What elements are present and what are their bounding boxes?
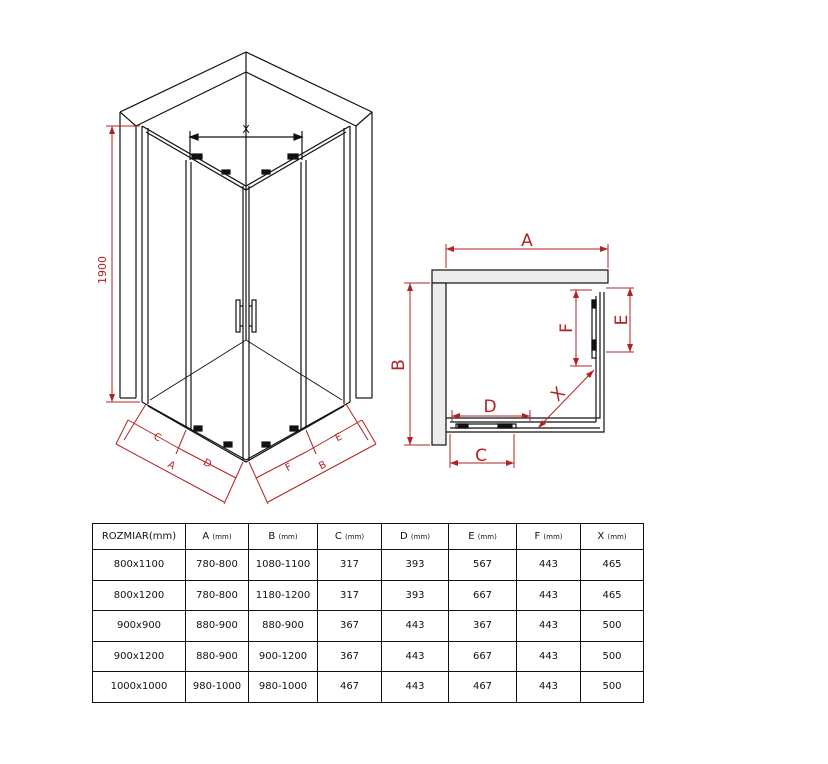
cell-d: 393 [381,579,449,611]
enclosure-frame [141,125,351,463]
plan-dimensions [404,244,634,468]
cell-c: 317 [317,549,382,581]
a-label-persp: A [166,459,177,472]
cell-a: 780-800 [185,579,249,611]
cell-b: 880-900 [248,610,318,642]
cell-b: 1080-1100 [248,549,318,581]
cell-a: 880-900 [185,610,249,642]
cell-c: 467 [317,671,382,703]
e-label-persp: E [333,431,344,444]
dimensions-table: ROZMIAR(mm) A (mm) B (mm) C (mm) D (mm) … [92,523,644,703]
cell-a: 780-800 [185,549,249,581]
col-header-rozmiar: ROZMIAR(mm) [92,523,186,550]
cell-c: 367 [317,640,382,672]
perspective-view: X [119,51,373,463]
b-label-plan: B [389,359,409,371]
table-row: 1000x1000 980-1000 980-1000 467 443 467 … [92,671,644,703]
table-row: 900x1200 880-900 900-1200 367 443 667 44… [92,640,644,672]
a-label-plan: A [521,231,533,251]
cell-f: 443 [516,579,581,611]
cell-a: 880-900 [185,640,249,672]
door-handle [235,299,257,333]
x-label-top: X [242,123,250,136]
cell-b: 900-1200 [248,640,318,672]
table-header-row: ROZMIAR(mm) A (mm) B (mm) C (mm) D (mm) … [92,523,644,550]
height-label: 1900 [96,256,109,284]
x-label-plan: X [547,383,570,406]
col-header-x: X (mm) [580,523,644,550]
cell-b: 980-1000 [248,671,318,703]
cell-c: 367 [317,610,382,642]
b-label-persp: B [317,459,328,472]
cell-e: 667 [448,579,517,611]
cell-e: 567 [448,549,517,581]
cell-d: 443 [381,640,449,672]
col-header-a: A (mm) [185,523,249,550]
corner-walls [119,51,373,399]
f-label-persp: F [284,461,294,474]
cell-size: 900x900 [92,610,186,642]
perspective-dimensions [106,125,377,505]
d-label-plan: D [483,397,496,417]
table-row: 900x900 880-900 880-900 367 443 367 443 … [92,610,644,642]
f-label-plan: F [557,323,577,333]
d-label-persp: D [201,457,213,470]
cell-x: 500 [580,671,644,703]
cell-f: 443 [516,610,581,642]
cell-size: 900x1200 [92,640,186,672]
e-label-plan: E [612,315,632,326]
x-dimension [188,131,304,160]
cell-e: 367 [448,610,517,642]
cell-d: 393 [381,549,449,581]
cell-size: 800x1100 [92,549,186,581]
cell-x: 465 [580,549,644,581]
cell-f: 443 [516,640,581,672]
cell-c: 317 [317,579,382,611]
table-row: 800x1200 780-800 1180-1200 317 393 667 4… [92,579,644,611]
table-row: 800x1100 780-800 1080-1100 317 393 567 4… [92,549,644,581]
cell-d: 443 [381,671,449,703]
col-header-f: F (mm) [516,523,581,550]
cell-e: 667 [448,640,517,672]
cell-f: 443 [516,671,581,703]
c-label-persp: C [152,431,163,444]
col-header-e: E (mm) [448,523,517,550]
col-header-d: D (mm) [381,523,449,550]
cell-b: 1180-1200 [248,579,318,611]
technical-drawing: X 1900 C D A F E B [96,51,634,505]
col-header-b: B (mm) [248,523,318,550]
cell-size: 1000x1000 [92,671,186,703]
cell-x: 465 [580,579,644,611]
cell-d: 443 [381,610,449,642]
cell-x: 500 [580,610,644,642]
cell-x: 500 [580,640,644,672]
col-header-c: C (mm) [317,523,382,550]
c-label-plan: C [475,446,487,466]
plan-walls [431,269,609,446]
cell-a: 980-1000 [185,671,249,703]
cell-f: 443 [516,549,581,581]
cell-e: 467 [448,671,517,703]
plan-view [431,269,609,446]
cell-size: 800x1200 [92,579,186,611]
